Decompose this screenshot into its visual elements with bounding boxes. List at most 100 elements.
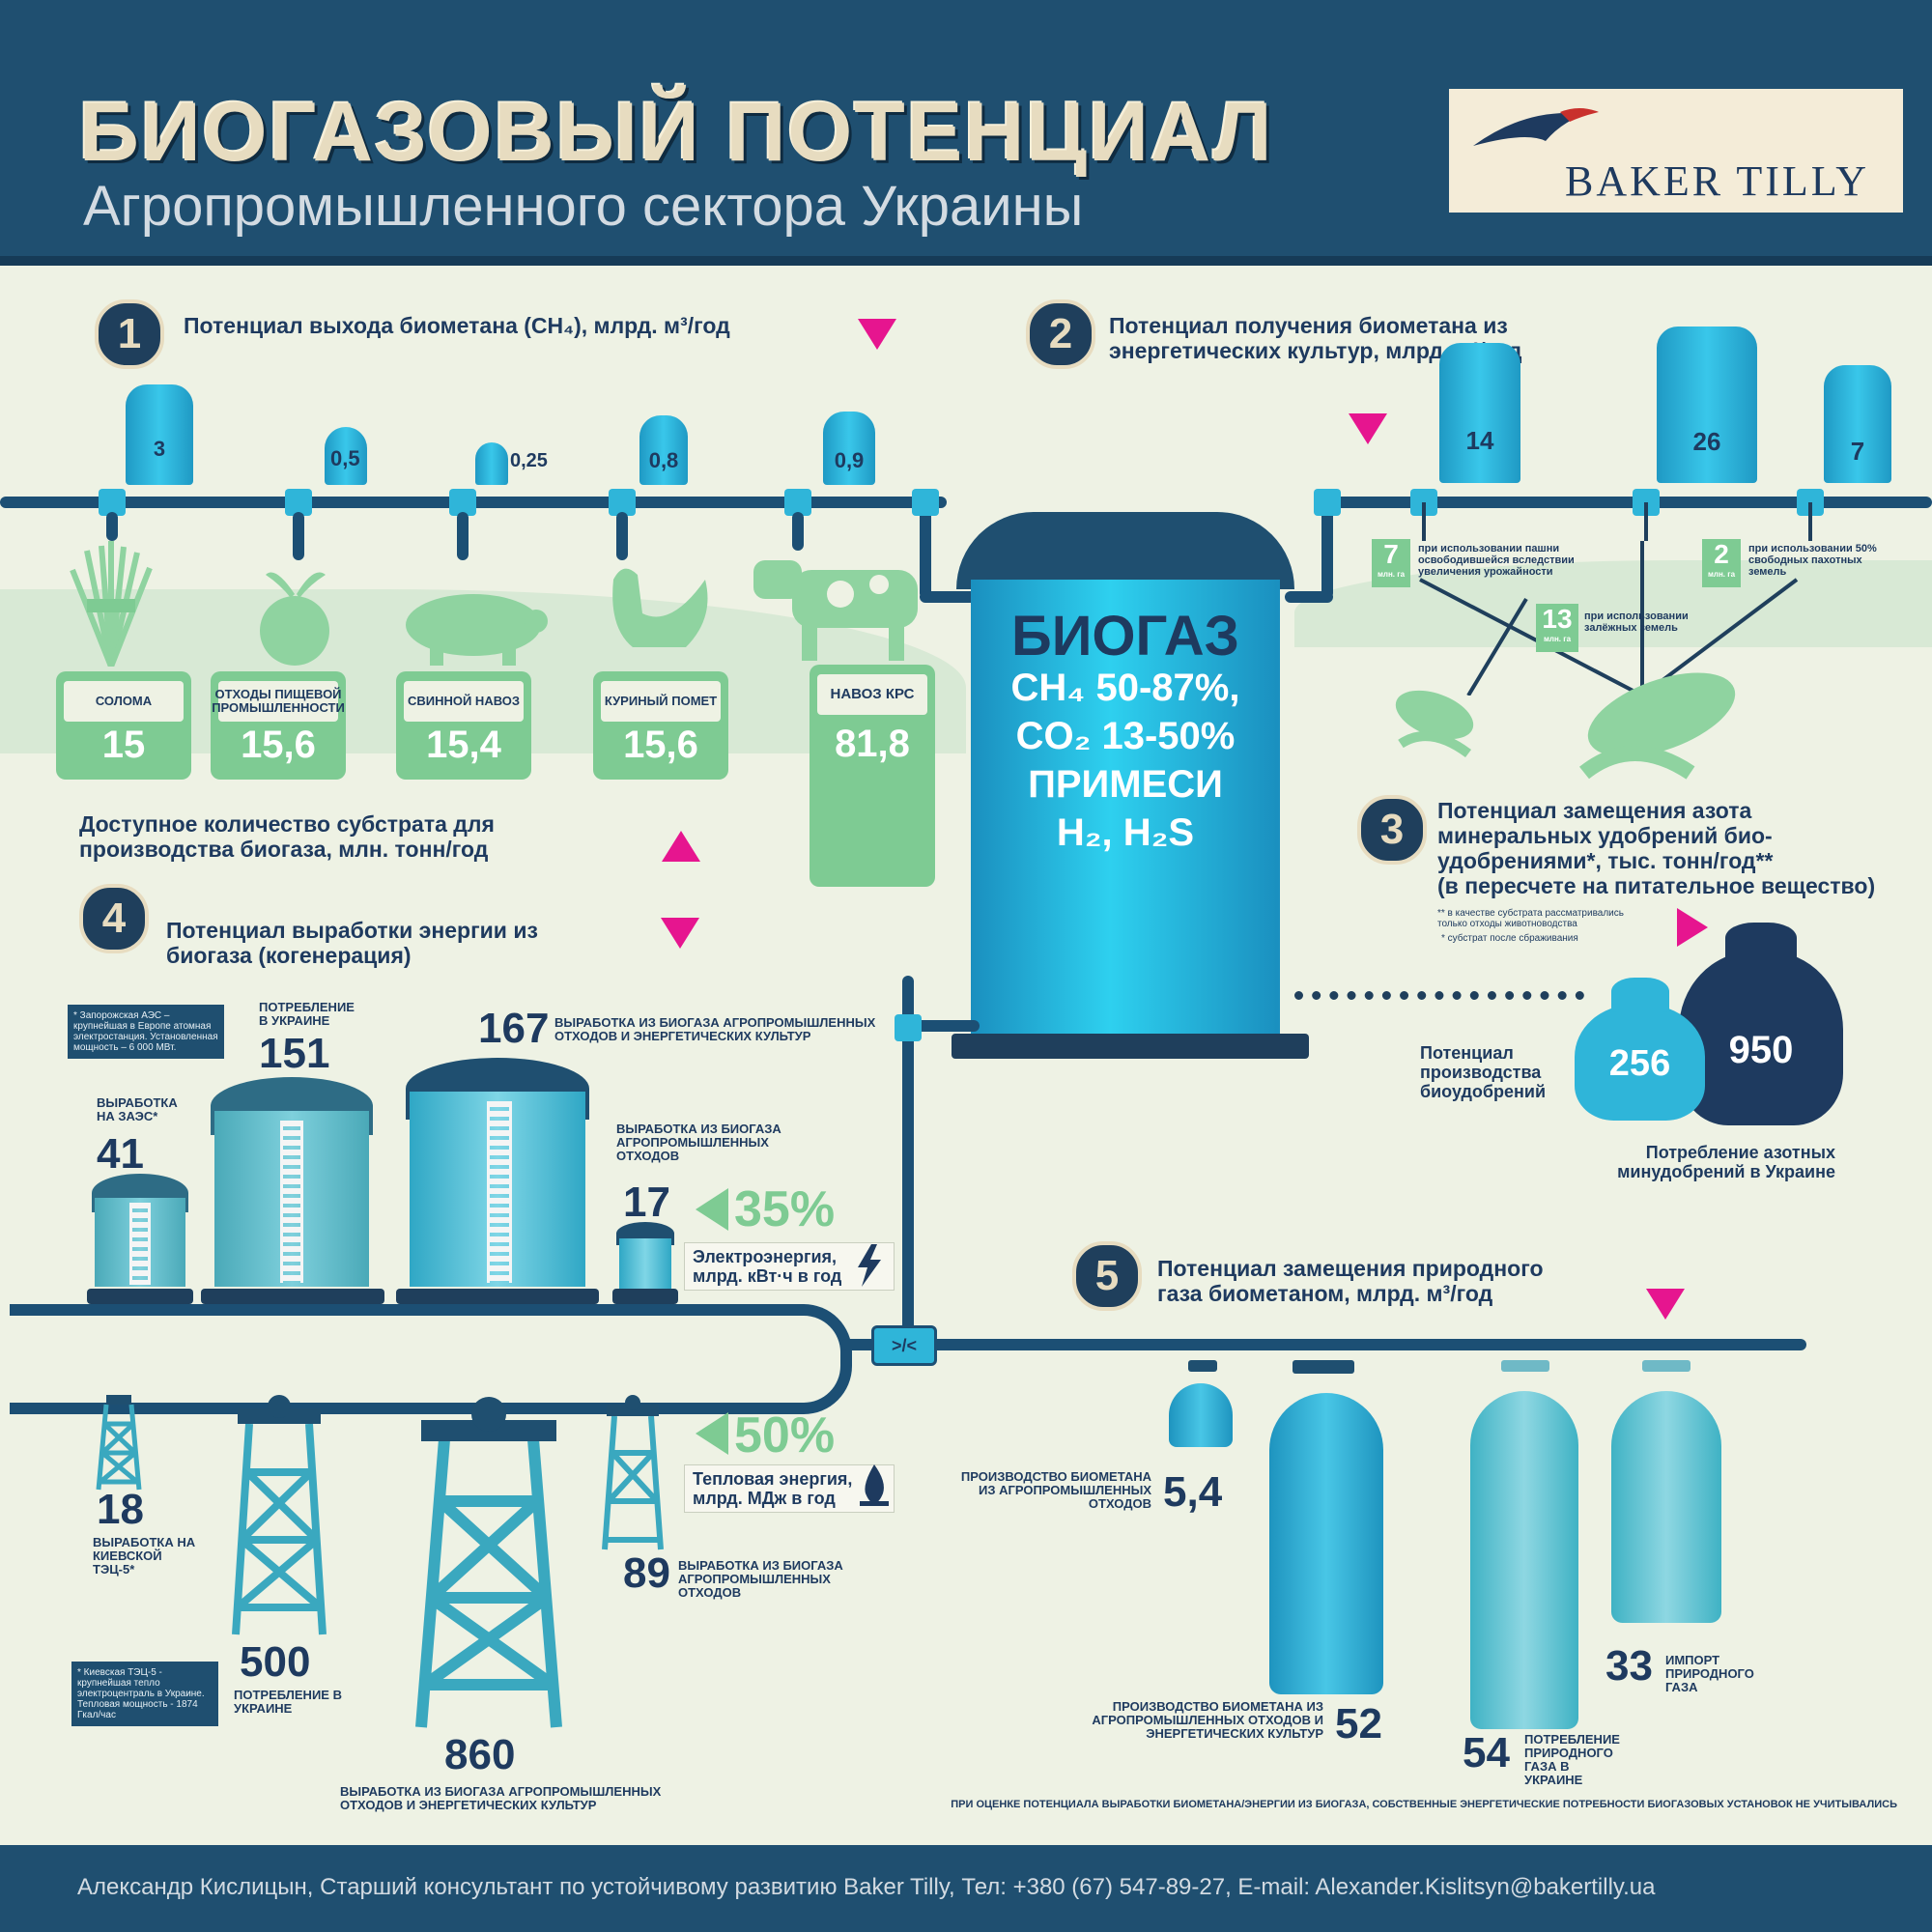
drop-pipe (792, 512, 804, 551)
section-3-note-1: ** в качестве субстрата рассматривались … (1437, 908, 1624, 929)
silo-ladder (129, 1203, 151, 1285)
methane-tank-chicken: 0,8 (639, 415, 688, 485)
percent-arrow-electricity (696, 1188, 728, 1231)
land-number: 2 (1714, 539, 1729, 569)
pointer-triangle-down (661, 918, 699, 949)
section-4-number: 4 (79, 884, 149, 953)
section-3-title: Потенциал замещения азота минеральных уд… (1437, 798, 1774, 873)
tank-value: 0,9 (834, 448, 865, 472)
section-3-subtitle: (в пересчете на питательное вещество) (1437, 873, 1876, 898)
section-3-number: 3 (1357, 795, 1427, 865)
card-label: КУРИНЫЙ ПОМЕТ (601, 681, 721, 722)
electricity-consumption-label: ПОТРЕБЛЕНИЕ В УКРАИНЕ (259, 1000, 355, 1028)
section-3-note-2: * субстрат после сбраживания (1441, 933, 1578, 944)
tank-value: 0,8 (648, 448, 679, 472)
silo-base (396, 1289, 599, 1304)
mineral-bag-neck (1725, 923, 1797, 961)
biomethane-pipeline-right (1314, 497, 1932, 508)
gas-bottle-valve (1293, 1360, 1354, 1374)
gas-bottle-total (1269, 1393, 1383, 1694)
pig-icon (406, 594, 548, 666)
land-desc-2: при использовании 50% свободных пахотных… (1748, 543, 1877, 578)
biogas-tank-base (952, 1034, 1309, 1059)
gas-bottle-waste (1169, 1383, 1233, 1447)
baker-tilly-logo: BAKER TILLY (1449, 89, 1903, 213)
disclaimer: ПРИ ОЦЕНКЕ ПОТЕНЦИАЛА ВЫРАБОТКИ БИОМЕТАН… (951, 1799, 1897, 1810)
heat-unit-box: Тепловая энергия, млрд. МДж в год (684, 1464, 895, 1513)
corn-icon-large (1579, 672, 1736, 780)
heat-consumption-value: 500 (240, 1638, 311, 1686)
heat-total-value: 860 (444, 1731, 516, 1778)
bird-logo-icon (1473, 108, 1599, 146)
tank-value: 26 (1692, 427, 1721, 456)
electricity-total-label: ВЫРАБОТКА ИЗ БИОГАЗА АГРОПРОМЫШЛЕННЫХ ОТ… (554, 1015, 876, 1043)
waste-silo (619, 1238, 671, 1289)
tec-value: 18 (97, 1486, 144, 1533)
pointer-triangle-right (1677, 908, 1708, 947)
bio-value: 256 (1608, 1043, 1671, 1084)
logo-text: BAKER TILLY (1565, 157, 1869, 205)
pointer-triangle-down (1646, 1289, 1685, 1320)
valve-label: >/< (891, 1336, 918, 1355)
electricity-waste-value: 17 (623, 1179, 670, 1226)
pipe-joint (449, 489, 476, 516)
zaes-label: ВЫРАБОТКА НА ЗАЭС* (97, 1095, 178, 1123)
tank-value-pig: 0,25 (510, 450, 548, 471)
electricity-percent: 35% (734, 1181, 836, 1237)
pipe-connector-right (1321, 502, 1333, 599)
pointer-triangle-up (662, 831, 700, 862)
section-2-number: 2 (1026, 299, 1095, 369)
gas-bottle-valve (1501, 1360, 1549, 1372)
gas-import-value: 33 (1605, 1642, 1653, 1690)
land-desc-7: при использовании пашни освободившейся в… (1418, 543, 1575, 578)
electricity-total-value: 167 (478, 1005, 550, 1052)
gas-consumption-value: 54 (1463, 1729, 1510, 1776)
substrate-card-pig: СВИННОЙ НАВОЗ 15,4 (396, 671, 531, 780)
substrate-card-food-waste: ОТХОДЫ ПИЩЕВОЙ ПРОМЫШЛЕННОСТИ 15,6 (211, 671, 346, 780)
fire-icon (860, 1464, 889, 1506)
biomethane-waste-value: 5,4 (1163, 1468, 1223, 1516)
biogas-outlet-h (902, 1020, 980, 1032)
beet-icon (260, 572, 329, 666)
biogas-outlet-pipe (902, 976, 914, 1339)
section-5-number: 5 (1072, 1241, 1142, 1311)
pipe-joint (895, 1014, 922, 1041)
drop-pipe (106, 512, 118, 541)
mineral-fertilizer-label: Потребление азотных минудобрений в Украи… (1617, 1143, 1835, 1181)
land-number: 7 (1383, 539, 1399, 569)
substrate-card-straw: СОЛОМА 15 (56, 671, 191, 780)
land-connection-lines (1419, 502, 1812, 696)
pointer-triangle-down (1349, 413, 1387, 444)
biomethane-waste-label: ПРОИЗВОДСТВО БИОМЕТАНА ИЗ АГРОПРОМЫШЛЕНН… (960, 1469, 1151, 1511)
electricity-waste-label: ВЫРАБОТКА ИЗ БИОГАЗА АГРОПРОМЫШЛЕННЫХ ОТ… (616, 1122, 781, 1163)
gas-bottle-consumption (1470, 1391, 1578, 1729)
substrate-card-chicken: КУРИНЫЙ ПОМЕТ 15,6 (593, 671, 728, 780)
straw-icon (70, 541, 153, 667)
land-unit: млн. га (1377, 570, 1406, 579)
heat-waste-value: 89 (623, 1549, 670, 1597)
biomethane-total-value: 52 (1335, 1700, 1382, 1747)
corn-icon-small (1395, 690, 1474, 758)
gas-bottle-valve (1642, 1360, 1690, 1372)
biogas-title: БИОГАЗ (1011, 605, 1239, 668)
card-label: СВИННОЙ НАВОЗ (404, 681, 524, 722)
tec-note: * Киевская ТЭЦ-5 - крупнейшая тепло элек… (71, 1662, 218, 1726)
gas-import-label: ИМПОРТ ПРИРОДНОГО ГАЗА (1665, 1653, 1754, 1694)
biogas-tank-dome (956, 512, 1294, 589)
pointer-triangle-down (858, 319, 896, 350)
tank-value: 7 (1850, 437, 1865, 466)
fertilizer-dotted-line (1294, 991, 1584, 1000)
pipe-joint (912, 489, 939, 516)
page-subtitle: Агропромышленного сектора Украины (83, 175, 1084, 238)
section-1-title: Потенциал выхода биометана (CH₄), млрд. … (184, 313, 730, 338)
silo-ladder (280, 1121, 303, 1283)
pipe-connector-left-h (920, 591, 978, 603)
mineral-value: 950 (1728, 1029, 1794, 1071)
card-value: 15,6 (623, 724, 698, 766)
card-label: НАВОЗ КРС (817, 674, 927, 715)
biogas-impurities: ПРИМЕСИ (1028, 763, 1223, 806)
drop-pipe (457, 512, 469, 560)
lightning-icon (858, 1244, 881, 1287)
energy-crop-tank-1: 14 (1439, 343, 1520, 483)
